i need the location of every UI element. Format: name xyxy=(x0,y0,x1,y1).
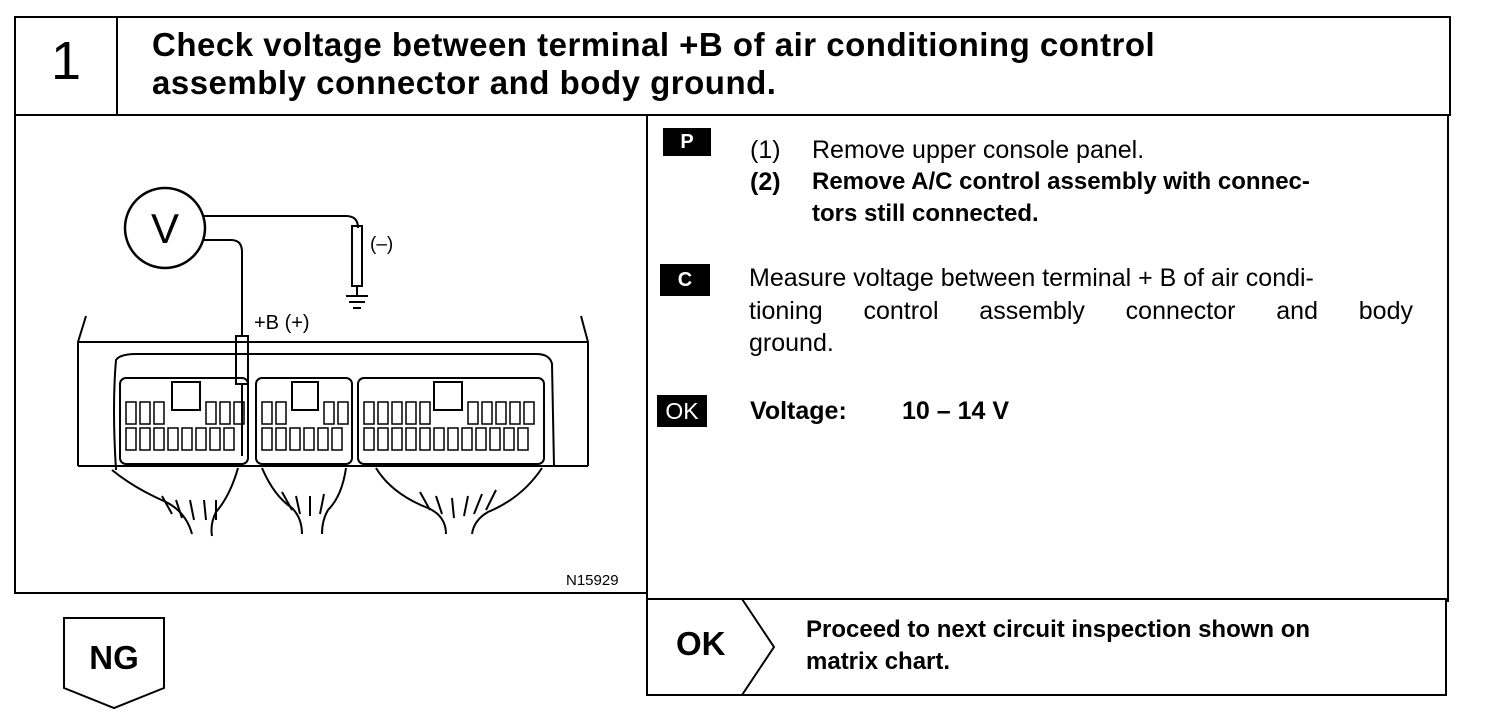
ok-spec-label: Voltage: xyxy=(750,397,847,425)
prep-item-2-line-2: tors still connected. xyxy=(812,200,1039,227)
instruction-panel xyxy=(646,114,1449,602)
voltmeter-label: V xyxy=(151,205,179,252)
positive-lead xyxy=(202,239,243,336)
check-line-3: ground. xyxy=(749,329,834,357)
ng-result-label: NG xyxy=(89,639,139,676)
ok-result-line-1: Proceed to next circuit inspection shown… xyxy=(806,616,1311,643)
ok-result-box xyxy=(646,598,1447,696)
negative-probe xyxy=(351,225,363,287)
ok-arrow-divider xyxy=(741,599,776,695)
ok-result-line-2: matrix chart. xyxy=(806,648,951,675)
check-line-2: tioning control assembly connector and b… xyxy=(749,297,1413,325)
ng-arrow-shape xyxy=(63,617,165,710)
prep-item-2-number: (2) xyxy=(750,168,781,196)
step-number-divider xyxy=(116,16,118,116)
prep-item-2-line-1: Remove A/C control assembly with connec- xyxy=(812,168,1310,195)
check-line-1: Measure voltage between terminal + B of … xyxy=(749,264,1314,292)
figure-id: N15929 xyxy=(566,572,619,589)
positive-probe xyxy=(235,335,249,385)
ok-spec-badge: OK xyxy=(657,395,707,427)
step-number: 1 xyxy=(50,31,82,91)
negative-lead-label: (–) xyxy=(370,234,393,255)
ok-result-label: OK xyxy=(676,625,726,662)
voltmeter-icon xyxy=(123,186,207,270)
voltmeter-connector-illustration: V (–) +B (+) xyxy=(77,186,589,537)
prep-item-1-text: Remove upper console panel. xyxy=(812,136,1145,164)
negative-lead xyxy=(204,215,359,229)
ok-spec-value: 10 – 14 V xyxy=(902,397,1010,425)
positive-lead-label: +B (+) xyxy=(254,312,310,334)
step-title-line-1: Check voltage between terminal +B of air… xyxy=(152,26,1156,63)
prep-item-1-number: (1) xyxy=(750,136,781,164)
step-header xyxy=(14,16,1451,116)
preparation-badge: P xyxy=(663,128,711,156)
step-title-line-2: assembly connector and body ground. xyxy=(152,64,777,101)
check-badge: C xyxy=(660,264,710,296)
figure-panel xyxy=(14,114,648,594)
